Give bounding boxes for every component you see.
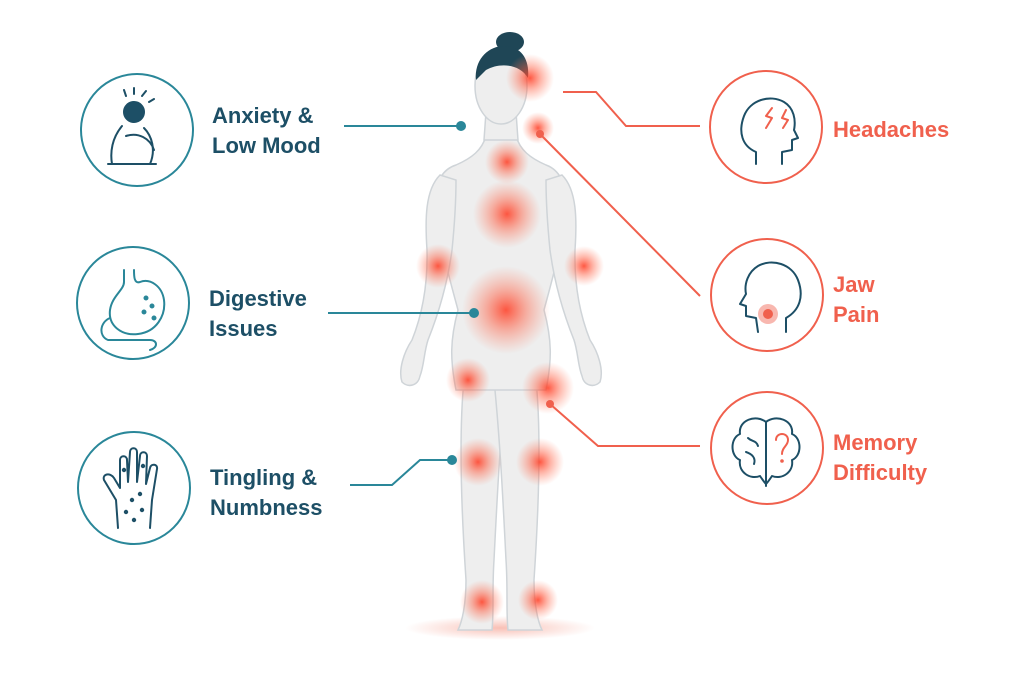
label-jaw-line2: Pain xyxy=(833,302,880,327)
anxiety-icon-circle xyxy=(80,73,194,187)
pain-spot-left-ankle xyxy=(460,580,504,624)
label-headaches-line1: Headaches xyxy=(833,117,950,142)
jaw-icon-circle xyxy=(710,238,824,352)
label-anxiety-line2: Low Mood xyxy=(212,133,321,158)
pain-spot-jaw xyxy=(522,112,554,144)
label-tingling-line1: Tingling & xyxy=(210,465,318,490)
label-memory-line2: Difficulty xyxy=(833,460,928,485)
pain-spot-right-elbow xyxy=(564,246,604,286)
label-memory-line1: Memory xyxy=(833,430,918,455)
headache-icon-circle xyxy=(709,70,823,184)
connectors-left xyxy=(328,125,472,486)
label-anxiety: Anxiety & Low Mood xyxy=(212,101,321,161)
connectors-right xyxy=(539,91,701,447)
pain-spot-right-ankle xyxy=(518,580,558,620)
label-anxiety-line1: Anxiety & xyxy=(212,103,314,128)
label-digestive-line2: Issues xyxy=(209,316,278,341)
connector-memory xyxy=(549,403,700,447)
connector-dot-memory xyxy=(546,400,554,408)
pain-spot-left-elbow xyxy=(416,244,460,288)
pain-spot-left-knee xyxy=(454,438,502,486)
brain-question-icon xyxy=(731,417,801,487)
connector-dot-anxiety xyxy=(456,121,466,131)
pain-hotspots xyxy=(416,54,604,624)
label-headaches: Headaches xyxy=(833,115,949,145)
connector-jaw xyxy=(539,133,701,297)
pain-spot-right-knee xyxy=(516,438,564,486)
anxiety-person-icon xyxy=(107,87,157,165)
pain-spot-head xyxy=(506,54,554,102)
stomach-icon-circle xyxy=(76,246,190,360)
label-jaw: Jaw Pain xyxy=(833,270,879,330)
label-tingling-line2: Numbness xyxy=(210,495,323,520)
pain-spot-left-hip xyxy=(446,358,490,402)
connector-dot-digestive xyxy=(469,308,479,318)
connector-dot-jaw xyxy=(536,130,544,138)
hair xyxy=(475,32,529,80)
memory-icon-circle xyxy=(710,391,824,505)
connector-tingling xyxy=(350,459,452,486)
floor-shadow xyxy=(405,616,595,640)
pain-spot-upper-chest xyxy=(485,140,529,184)
label-digestive: Digestive Issues xyxy=(209,284,307,344)
label-memory: Memory Difficulty xyxy=(833,428,927,488)
pain-spot-abdomen xyxy=(462,266,550,354)
hand-tingling-icon xyxy=(102,447,159,529)
label-jaw-line1: Jaw xyxy=(833,272,875,297)
label-digestive-line1: Digestive xyxy=(209,286,307,311)
stomach-icon xyxy=(100,269,166,351)
label-tingling: Tingling & Numbness xyxy=(210,463,322,523)
connector-dot-tingling xyxy=(447,455,457,465)
connector-headaches xyxy=(563,91,700,127)
jaw-pain-icon xyxy=(739,261,802,333)
pain-spot-chest xyxy=(473,180,541,248)
headache-icon xyxy=(740,97,799,165)
pain-spot-right-hip xyxy=(522,362,574,414)
hand-icon-circle xyxy=(77,431,191,545)
